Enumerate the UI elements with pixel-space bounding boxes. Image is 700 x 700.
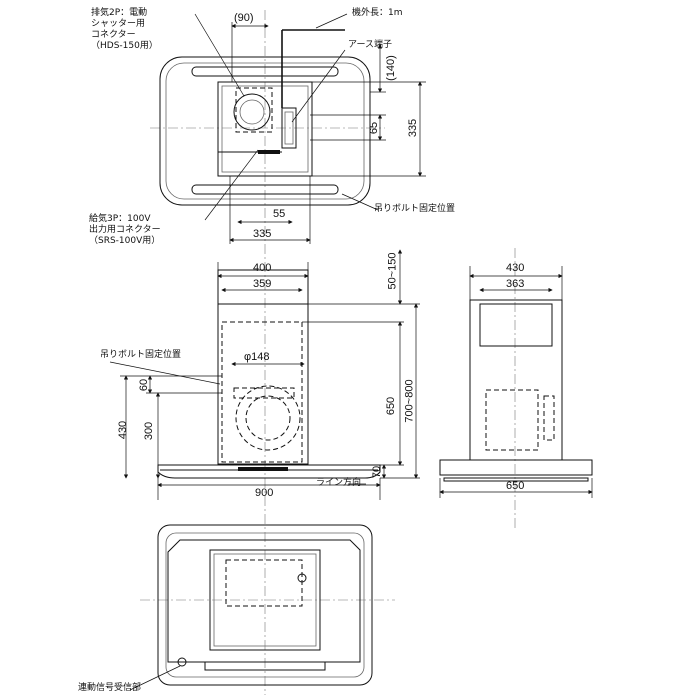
dim-front-50-150: 50~150 <box>386 252 399 290</box>
exhaust-connector-label-1: 排気2P：電動 <box>91 8 148 18</box>
center-lines <box>140 10 516 695</box>
signal-receiver-label: 連動信号受信部 <box>78 683 142 693</box>
side-view-dimensions <box>439 266 593 498</box>
top-view <box>159 29 371 206</box>
dim-top-65: 65 <box>368 121 381 135</box>
bottom-view <box>129 524 373 691</box>
dim-front-70: 70 <box>371 465 384 479</box>
exhaust-connector-label-4: （HDS-150用） <box>91 41 158 51</box>
dim-front-650: 650 <box>385 396 398 416</box>
earth-terminal-label: アース端子 <box>348 40 393 50</box>
supply-connector-label-2: 出力用コネクター <box>89 225 161 235</box>
dim-front-148: φ148 <box>244 351 270 363</box>
front-view-dimensions <box>109 249 420 500</box>
dim-front-430: 430 <box>117 420 130 440</box>
exhaust-connector-label-3: コネクター <box>91 30 136 40</box>
bolt-position-top-label: 吊りボルト固定位置 <box>374 204 456 214</box>
dim-top-55: 55 <box>273 208 286 220</box>
front-view <box>157 269 381 479</box>
dim-front-60: 60 <box>138 378 151 392</box>
top-view-dimensions <box>229 22 426 244</box>
dim-front-400: 400 <box>253 262 272 274</box>
dim-top-335-horizontal: 335 <box>253 228 272 240</box>
dim-top-335-vertical: 335 <box>407 118 420 138</box>
bolt-position-front-label: 吊りボルト固定位置 <box>100 350 182 360</box>
line-direction-label: ライン方向 <box>316 478 362 488</box>
side-view <box>439 299 593 482</box>
dim-side-650: 650 <box>506 480 525 492</box>
supply-connector-label-1: 給気3P：100V <box>89 214 151 224</box>
top-view-leaders <box>194 13 379 221</box>
dim-front-900: 900 <box>255 487 274 499</box>
dim-side-363: 363 <box>506 278 525 290</box>
exhaust-connector-label-2: シャッター用 <box>91 19 146 29</box>
supply-connector-label-3: （SRS-100V用） <box>89 236 161 246</box>
dim-front-700-800: 700~800 <box>403 379 416 423</box>
cord-length-label: 機外長：1m <box>352 8 403 18</box>
dim-top-90: (90) <box>234 12 254 24</box>
dim-front-359: 359 <box>253 278 272 290</box>
dim-top-140: (140) <box>384 55 397 81</box>
dim-side-430: 430 <box>506 262 525 274</box>
dim-front-300: 300 <box>143 421 156 441</box>
